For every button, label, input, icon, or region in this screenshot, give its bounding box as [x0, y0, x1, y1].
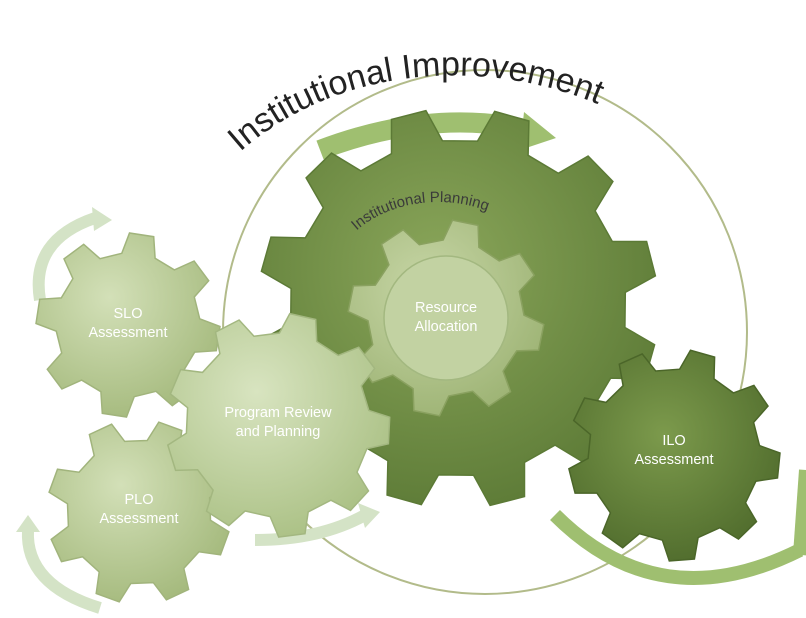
- resource-allocation-label-line1: Resource: [415, 300, 477, 316]
- resource-allocation-label-line2: Allocation: [415, 319, 478, 335]
- slo-label-line1: SLO: [113, 306, 142, 322]
- program-bottom-arrow: [254, 509, 368, 546]
- program-review-label-line1: Program Review: [224, 405, 332, 421]
- ilo-label-line1: ILO: [662, 433, 685, 449]
- program-review-label-line2: and Planning: [236, 424, 321, 440]
- plo-left-arrow: [21, 529, 102, 614]
- ilo-assessment-gear: [568, 349, 781, 562]
- ilo-bottom-arrow: [550, 510, 804, 585]
- ilo-label-line2: Assessment: [635, 452, 714, 468]
- plo-left-arrow-head: [16, 515, 40, 532]
- slo-left-arrow-head: [92, 207, 112, 231]
- slo-left-arrow: [32, 212, 98, 301]
- plo-label-line2: Assessment: [100, 511, 179, 527]
- program-bottom-arrow-head: [358, 503, 380, 528]
- resource-allocation-hub: [383, 255, 509, 381]
- slo-label-line2: Assessment: [89, 325, 168, 341]
- program-review-gear: [166, 312, 391, 538]
- ilo-right-arrow: [793, 469, 806, 556]
- plo-label-line1: PLO: [124, 492, 153, 508]
